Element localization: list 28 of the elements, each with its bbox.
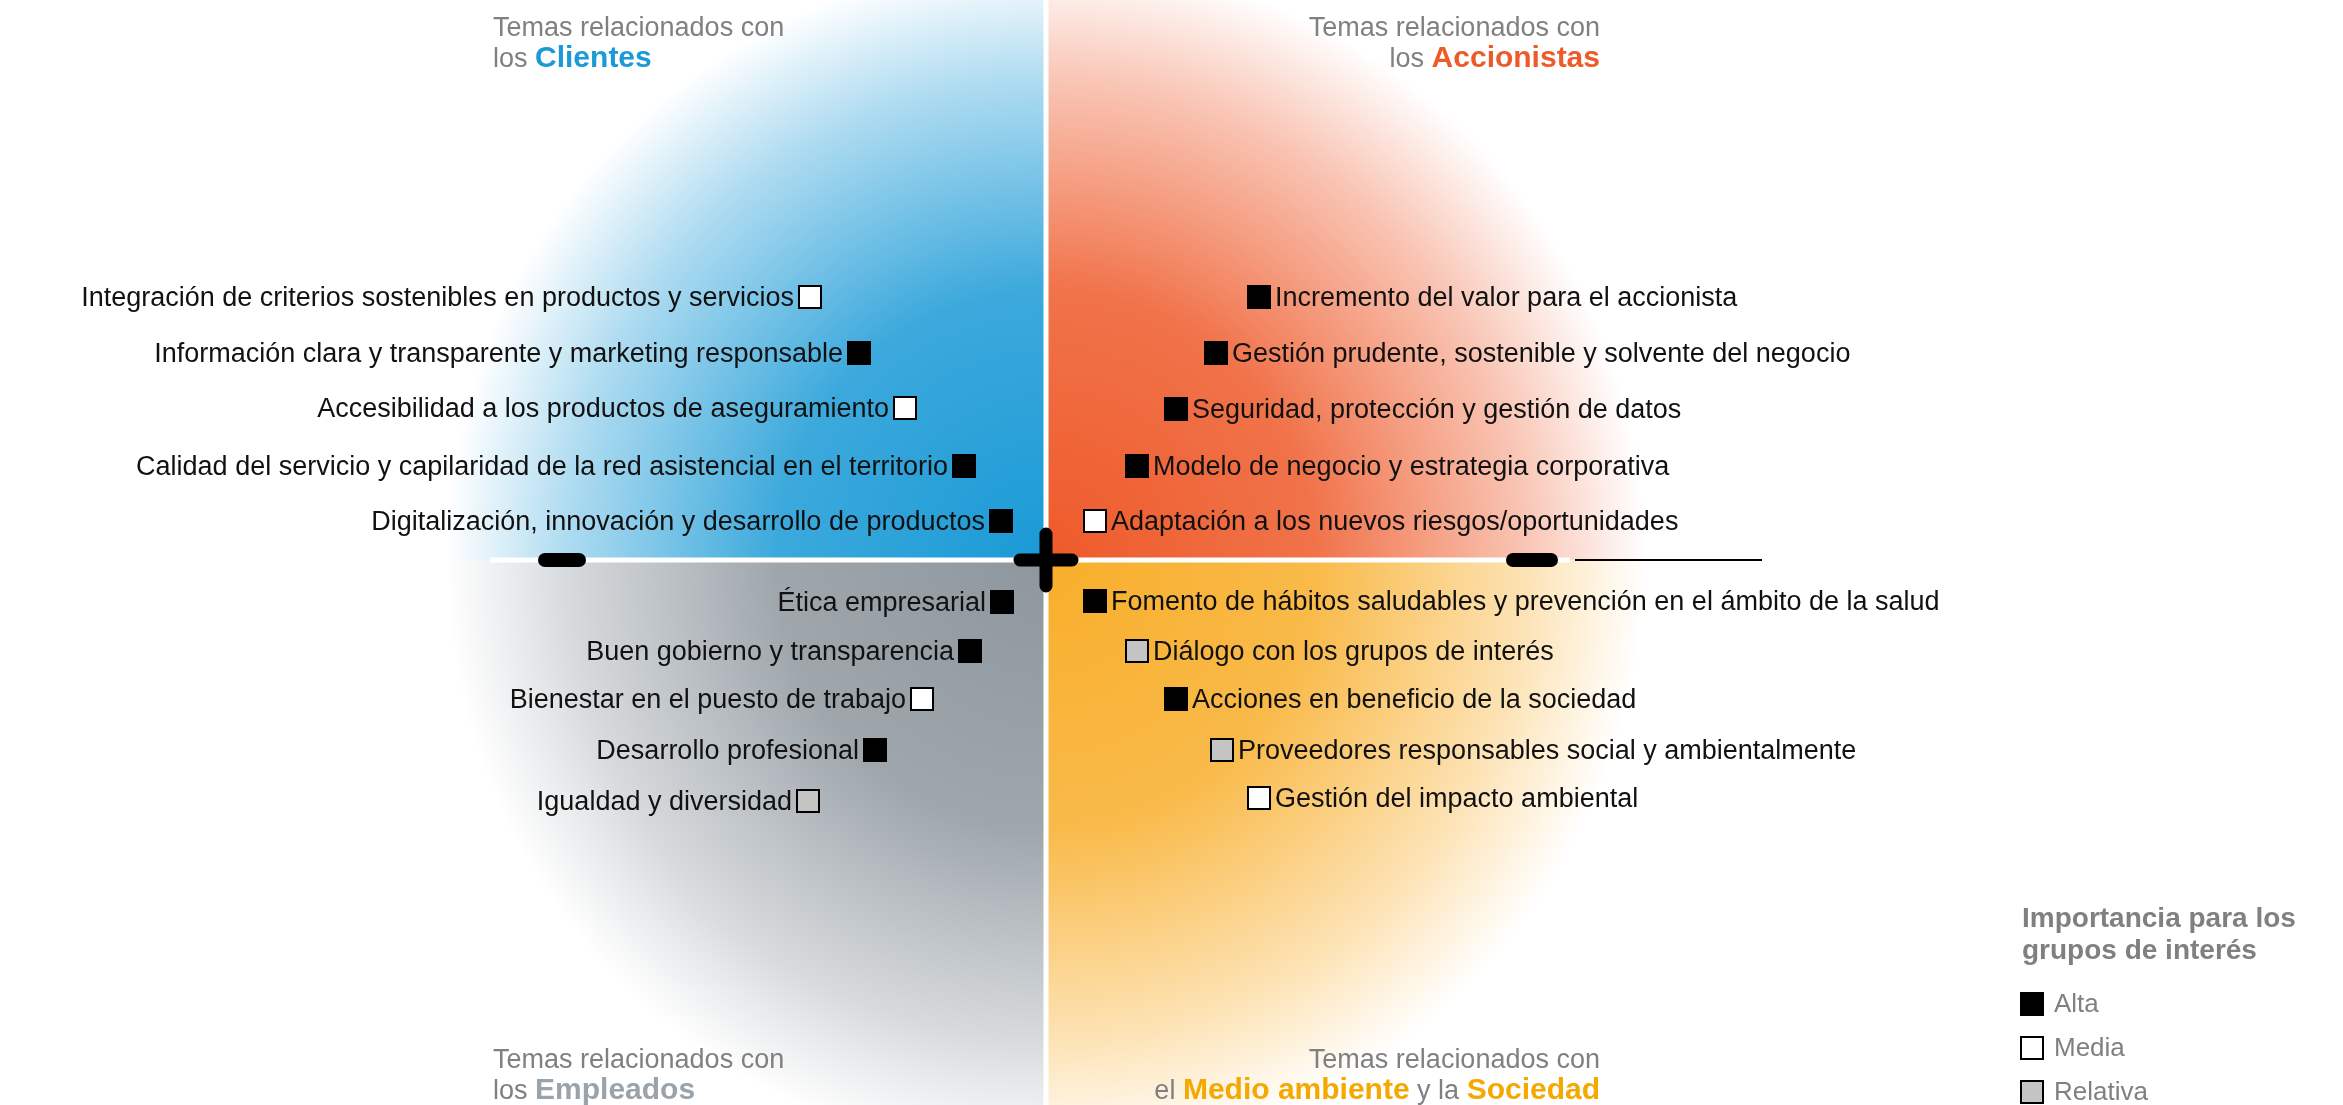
topic-text: Seguridad, protección y gestión de datos <box>1192 393 1682 425</box>
topic-text: Gestión prudente, sostenible y solvente del negocio <box>1232 337 1851 369</box>
legend-text: Relativa <box>2054 1076 2148 1105</box>
quadrant-heading: Temas relacionados con los Empleados <box>493 1044 785 1105</box>
topic-text: Integración de criterios sostenibles en productos y servicios <box>81 281 794 313</box>
topic-text: Bienestar en el puesto de trabajo <box>509 683 906 715</box>
topic-text: Buen gobierno y transparencia <box>586 635 954 667</box>
legend-text: Media <box>2054 1032 2125 1063</box>
topic-text: Acciones en beneficio de la sociedad <box>1192 683 1637 715</box>
topic-text: Incremento del valor para el accionista <box>1275 281 1738 313</box>
topic-text: Fomento de hábitos saludables y prevención en el ámbito de la salud <box>1111 585 1940 617</box>
topic-text: Modelo de negocio y estrategia corporativa <box>1153 450 1670 482</box>
topic-text: Gestión del impacto ambiental <box>1275 782 1639 814</box>
topic-text: Ética empresarial <box>777 586 986 618</box>
legend-title: Importancia para los grupos de interés <box>2022 902 2297 966</box>
quadrant-heading: Temas relacionados con el Medio ambiente y la Sociedad <box>1154 1044 1600 1105</box>
topic-text: Proveedores responsables social y ambientalmente <box>1238 734 1857 766</box>
topic-text: Igualdad y diversidad <box>536 785 792 817</box>
quadrant-heading: Temas relacionados con los Clientes <box>493 12 785 73</box>
topic-text: Accesibilidad a los productos de aseguramiento <box>317 392 889 424</box>
topic-text: Digitalización, innovación y desarrollo de productos <box>371 505 985 537</box>
topic-text: Calidad del servicio y capilaridad de la red asistencial en el territorio <box>136 450 948 482</box>
topic-text: Información clara y transparente y marketing responsable <box>154 337 843 369</box>
quadrant-heading: Temas relacionados con los Accionistas <box>1308 12 1600 73</box>
topic-text: Diálogo con los grupos de interés <box>1153 635 1554 667</box>
topic-text: Desarrollo profesional <box>596 734 859 766</box>
topic-text: Adaptación a los nuevos riesgos/oportunidades <box>1111 505 1679 537</box>
legend-text: Alta <box>2054 988 2099 1019</box>
